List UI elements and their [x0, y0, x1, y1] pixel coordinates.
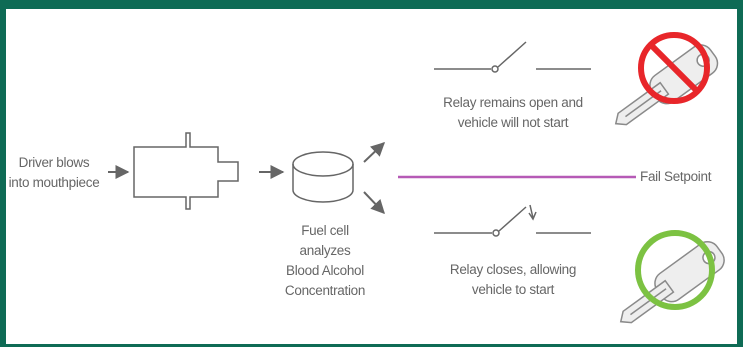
key-with-prohibition-icon — [614, 32, 719, 126]
breathalyzer-diagram — [108, 32, 725, 324]
relay-closed-label-line: vehicle to start — [471, 282, 555, 297]
fuel-cell-icon — [292, 151, 354, 203]
closing-relay-switch-icon — [434, 204, 591, 237]
arrow-up-right — [363, 142, 386, 163]
relay-closed-label: Relay closes, allowing vehicle to start — [438, 260, 588, 300]
arrow-down-right — [363, 191, 385, 215]
fuel-cell-label-line: Blood Alcohol — [286, 263, 364, 278]
open-relay-switch-icon — [434, 41, 591, 73]
relay-open-label-line: Relay remains open and — [443, 95, 583, 110]
fuel-cell-label-line: Concentration — [284, 283, 366, 298]
key-allowed-icon — [619, 230, 725, 324]
relay-open-label-line: vehicle will not start — [457, 115, 569, 130]
relay-open-label: Relay remains open and vehicle will not … — [438, 93, 588, 133]
fuel-cell-label: Fuel cell analyzes Blood Alcohol Concent… — [270, 221, 380, 301]
relay-closed-label-line: Relay closes, allowing — [449, 262, 577, 277]
fuel-cell-label-line: Fuel cell — [301, 223, 349, 238]
fail-setpoint-label: Fail Setpoint — [640, 169, 712, 184]
mouthpiece-icon — [133, 132, 239, 210]
driver-label: Driver blows into mouthpiece — [6, 153, 108, 193]
fuel-cell-label-line: analyzes — [299, 243, 351, 258]
driver-label-line: Driver blows — [18, 155, 90, 170]
driver-label-line: into mouthpiece — [8, 175, 100, 190]
